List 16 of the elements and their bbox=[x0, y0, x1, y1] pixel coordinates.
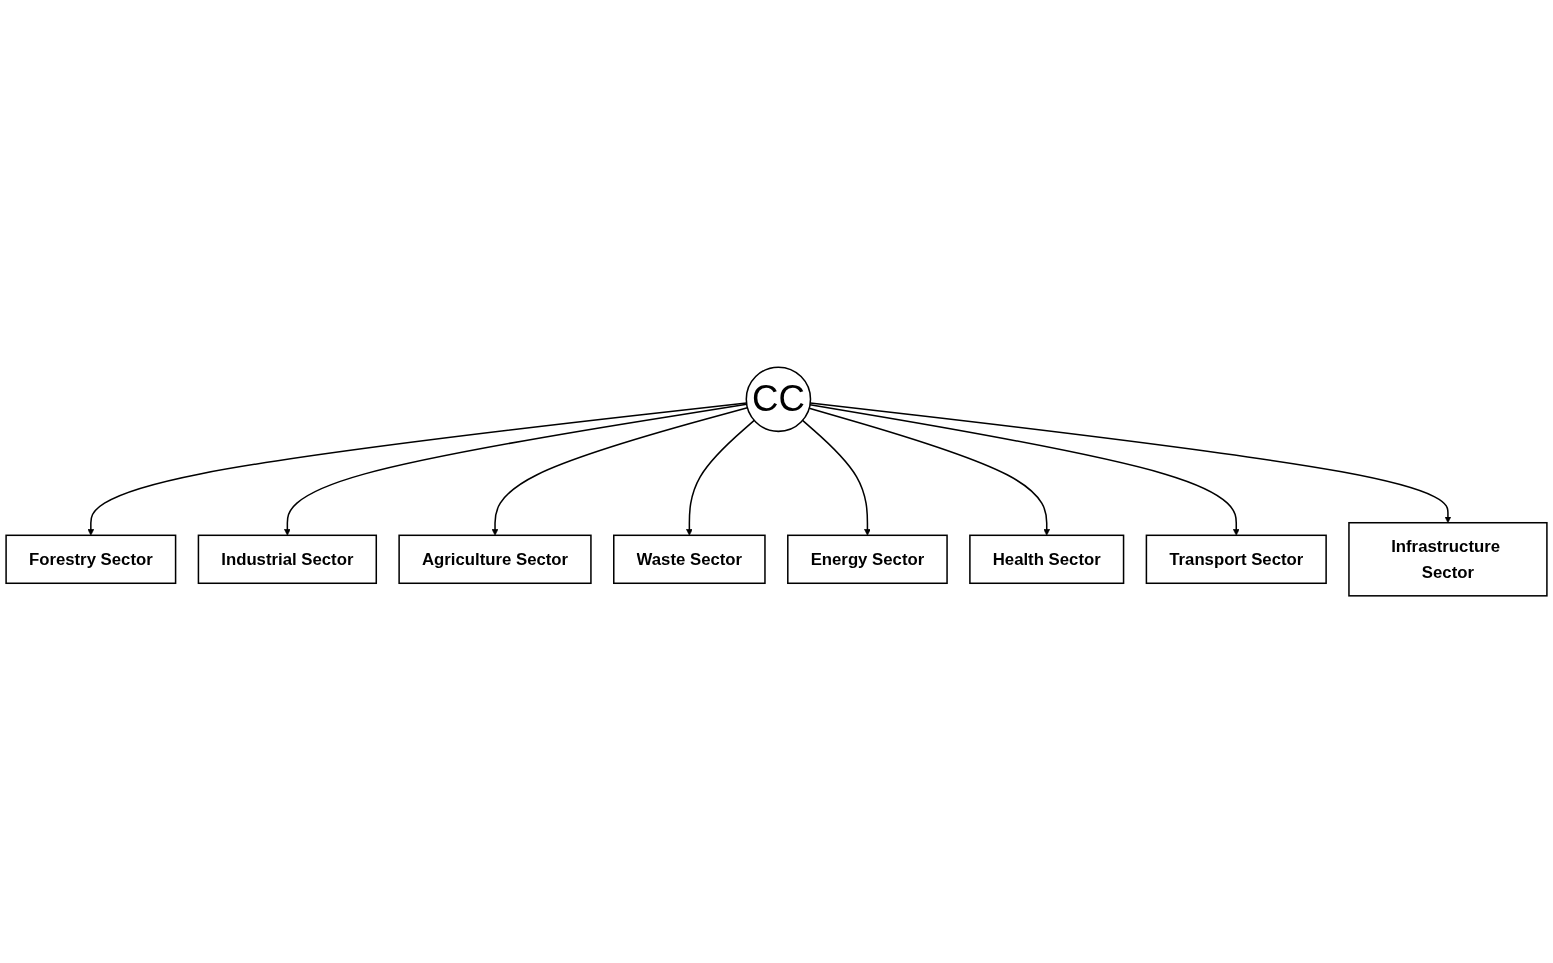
node-box: Health Sector bbox=[969, 534, 1125, 585]
arrow bbox=[686, 419, 755, 536]
arrow bbox=[809, 403, 1240, 536]
arrow bbox=[801, 419, 871, 536]
node-box: Energy Sector bbox=[787, 534, 948, 585]
node-box: Forestry Sector bbox=[5, 534, 177, 585]
node-box: Transport Sector bbox=[1145, 534, 1327, 585]
arrow bbox=[284, 403, 748, 536]
arrow bbox=[491, 407, 749, 536]
arrow bbox=[87, 402, 748, 536]
node-box: Infrastructure Sector bbox=[1348, 522, 1548, 597]
node-circle: CC bbox=[745, 366, 812, 433]
node-box: Waste Sector bbox=[613, 534, 766, 585]
node-box: Industrial Sector bbox=[197, 534, 378, 585]
node-box: Agriculture Sector bbox=[398, 534, 592, 585]
arrow bbox=[808, 407, 1051, 536]
